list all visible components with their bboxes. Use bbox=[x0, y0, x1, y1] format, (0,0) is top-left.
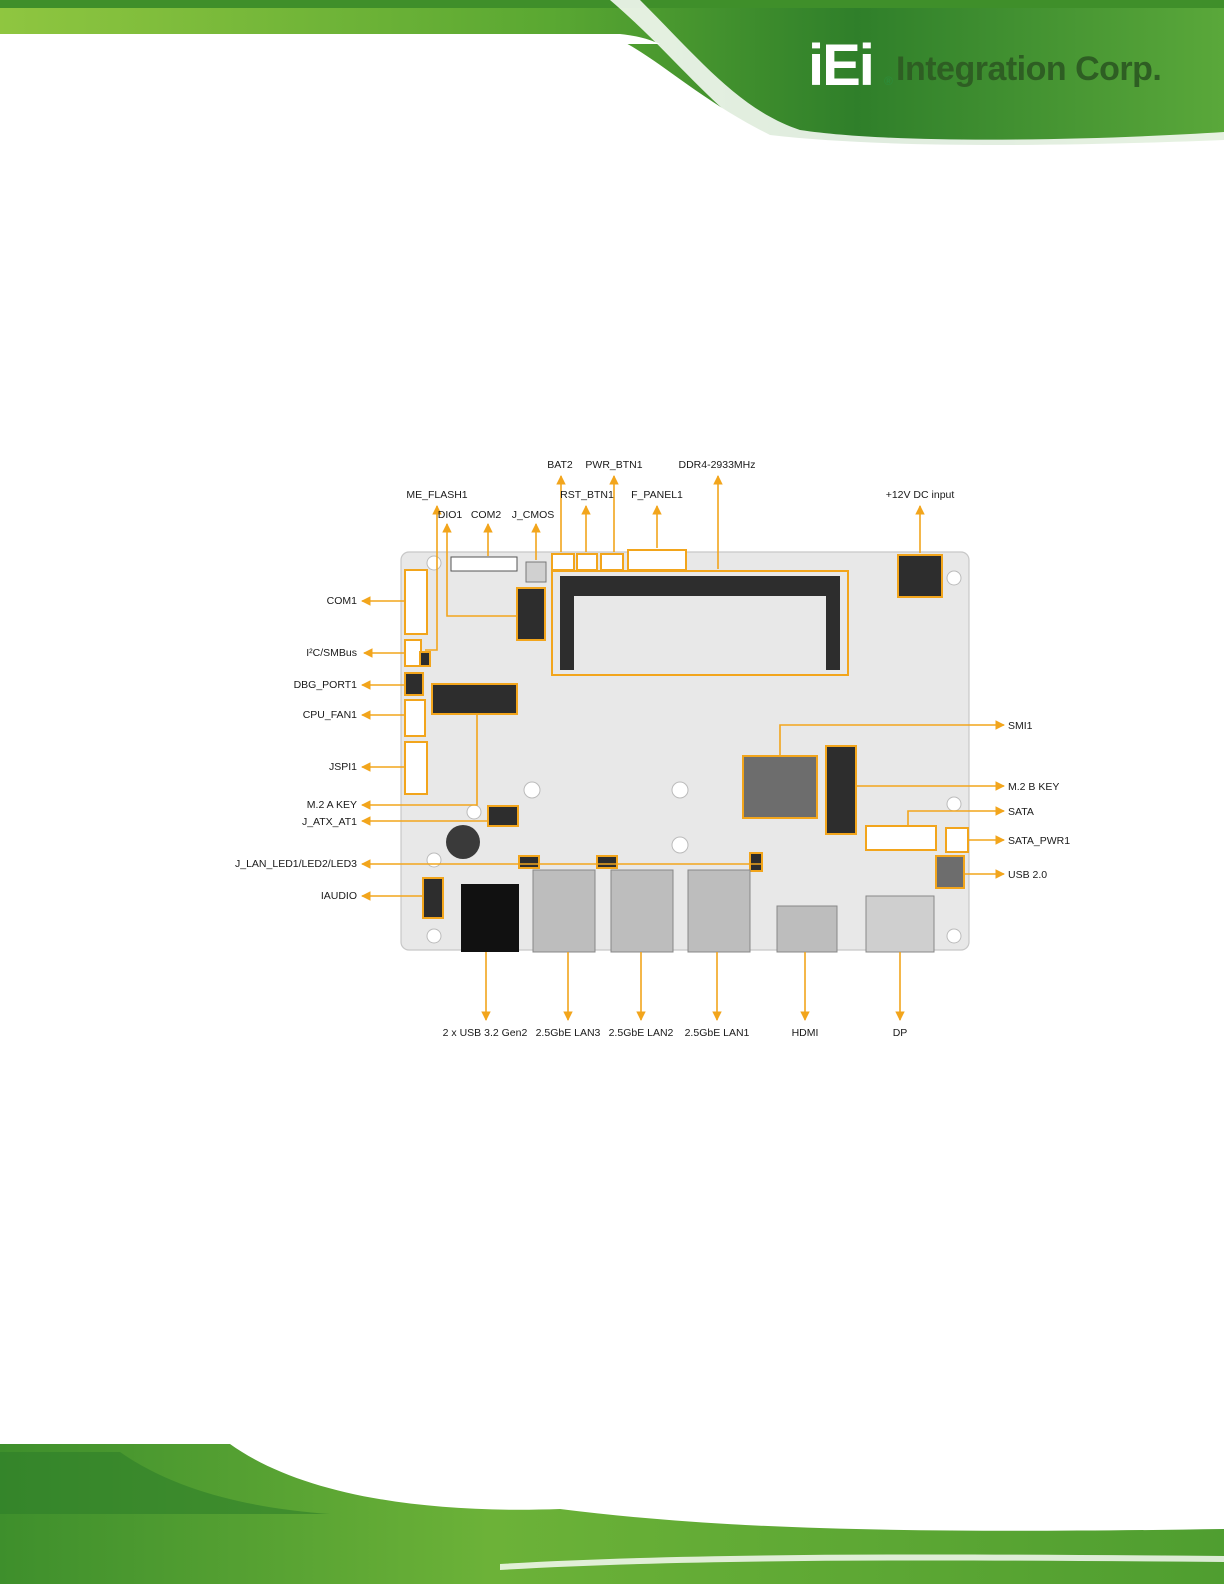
com1-connector bbox=[405, 570, 427, 634]
label-ddr4: DDR4-2933MHz bbox=[678, 459, 755, 471]
dc-input-connector bbox=[898, 555, 942, 597]
label-sata: SATA bbox=[1008, 806, 1034, 818]
label-j-lan-led: J_LAN_LED1/LED2/LED3 bbox=[235, 858, 357, 870]
usb20-header bbox=[936, 856, 964, 888]
label-i2c: I²C/SMBus bbox=[306, 647, 357, 659]
label-dbg-port1: DBG_PORT1 bbox=[294, 679, 358, 691]
pwr-btn1-connector bbox=[601, 554, 623, 570]
label-usb32: 2 x USB 3.2 Gen2 bbox=[443, 1027, 528, 1039]
label-pwr-btn1: PWR_BTN1 bbox=[585, 459, 642, 471]
smi1-slot bbox=[743, 756, 817, 818]
j-atx-at1-switch bbox=[488, 806, 518, 826]
f-panel1-connector bbox=[628, 550, 686, 570]
lan1-port bbox=[688, 870, 750, 952]
label-hdmi: HDMI bbox=[792, 1027, 819, 1039]
label-dio1: DIO1 bbox=[438, 509, 463, 521]
label-cpu-fan1: CPU_FAN1 bbox=[303, 709, 357, 721]
label-lan3: 2.5GbE LAN3 bbox=[536, 1027, 601, 1039]
label-com2: COM2 bbox=[471, 509, 501, 521]
m2-b-key-slot bbox=[826, 746, 856, 834]
label-iaudio: IAUDIO bbox=[321, 890, 357, 902]
hdmi-port bbox=[777, 906, 837, 952]
sata-connector bbox=[866, 826, 936, 850]
com2-connector bbox=[451, 557, 517, 571]
label-jspi1: JSPI1 bbox=[329, 761, 357, 773]
buzzer bbox=[446, 825, 480, 859]
label-j-atx-at1: J_ATX_AT1 bbox=[302, 816, 357, 828]
label-lan2: 2.5GbE LAN2 bbox=[609, 1027, 674, 1039]
label-me-flash1: ME_FLASH1 bbox=[406, 489, 467, 501]
lan-led-jumper-1 bbox=[519, 856, 539, 868]
label-f-panel1: F_PANEL1 bbox=[631, 489, 683, 501]
lan2-port bbox=[611, 870, 673, 952]
rst-btn1-connector bbox=[577, 554, 597, 570]
iaudio-connector bbox=[423, 878, 443, 918]
label-bat2: BAT2 bbox=[547, 459, 573, 471]
dp-port bbox=[866, 896, 934, 952]
dbg-port1-connector bbox=[405, 673, 423, 695]
label-dp: DP bbox=[893, 1027, 908, 1039]
label-lan1: 2.5GbE LAN1 bbox=[685, 1027, 750, 1039]
cpu-fan1-connector bbox=[405, 700, 425, 736]
j-cmos-connector bbox=[526, 562, 546, 582]
label-rst-btn1: RST_BTN1 bbox=[560, 489, 614, 501]
label-dc-input: +12V DC input bbox=[886, 489, 955, 501]
label-sata-pwr1: SATA_PWR1 bbox=[1008, 835, 1070, 847]
sata-pwr1-connector bbox=[946, 828, 968, 852]
usb32-port bbox=[461, 884, 519, 952]
label-m2-a-key: M.2 A KEY bbox=[307, 799, 357, 811]
label-smi1: SMI1 bbox=[1008, 720, 1033, 732]
footer-banner bbox=[0, 1434, 1224, 1584]
lan3-port bbox=[533, 870, 595, 952]
dio1-connector bbox=[517, 588, 545, 640]
lan-led-jumper-2 bbox=[597, 856, 617, 868]
m2-a-key-slot bbox=[432, 684, 517, 714]
bat2-connector bbox=[552, 554, 574, 570]
i2c-connector bbox=[405, 640, 421, 666]
label-m2-b-key: M.2 B KEY bbox=[1008, 781, 1059, 793]
label-usb20: USB 2.0 bbox=[1008, 869, 1047, 881]
me-flash1-jumper bbox=[420, 652, 430, 666]
label-j-cmos: J_CMOS bbox=[512, 509, 555, 521]
lan-led-jumper-3 bbox=[750, 853, 762, 871]
jspi1-connector bbox=[405, 742, 427, 794]
label-com1: COM1 bbox=[327, 595, 357, 607]
